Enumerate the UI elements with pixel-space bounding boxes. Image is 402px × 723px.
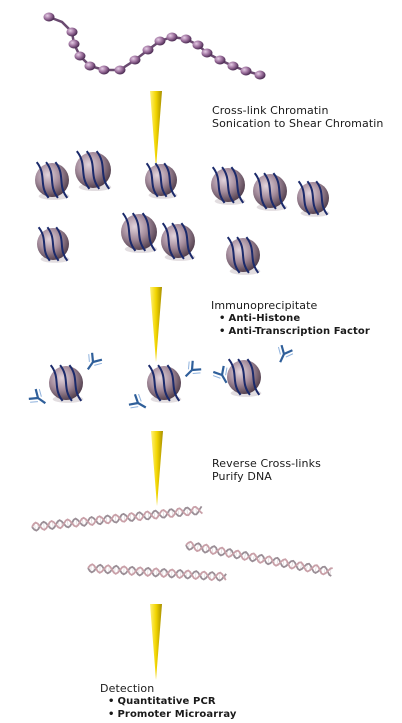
dna-strand xyxy=(88,564,226,580)
antibody xyxy=(28,387,50,409)
chromatin-bead xyxy=(202,49,213,58)
nucleosome xyxy=(121,213,157,253)
nucleosome xyxy=(49,365,83,403)
nucleosome xyxy=(145,163,177,199)
arrow-step-2 xyxy=(150,287,162,362)
bullet-item: Quantitative PCR xyxy=(100,695,236,708)
antibody xyxy=(128,393,150,415)
antibody xyxy=(180,359,203,382)
dna-strand xyxy=(32,506,202,530)
step-line: Sonication to Shear Chromatin xyxy=(212,117,383,130)
chromatin-bead xyxy=(193,41,204,50)
chromatin-bead xyxy=(215,56,226,65)
chromatin-bead xyxy=(85,62,96,71)
immunoprecipitated-chromatin-group xyxy=(28,344,295,414)
step-line: Immunoprecipitate xyxy=(211,299,370,312)
chromatin-bead xyxy=(228,62,239,71)
step-immunoprecipitate-text: Immunoprecipitate Anti-Histone Anti-Tran… xyxy=(211,299,370,338)
step-line: Reverse Cross-links xyxy=(212,457,321,470)
bullet-item: Anti-Transcription Factor xyxy=(211,325,370,338)
chromatin-bead xyxy=(69,40,80,49)
arrow-step-4 xyxy=(150,604,162,680)
chromatin-bead-string xyxy=(44,13,266,80)
dna-strand xyxy=(186,542,333,576)
chromatin-bead xyxy=(167,33,178,42)
chromatin-bead xyxy=(143,46,154,55)
nucleosome xyxy=(161,223,195,261)
arrow-step-1 xyxy=(150,91,162,168)
step-line: Purify DNA xyxy=(212,470,321,483)
nucleosome xyxy=(75,151,111,191)
bullet-item: Promoter Microarray xyxy=(100,708,236,721)
step-reverse-crosslink-text: Reverse Cross-links Purify DNA xyxy=(212,457,321,483)
step-line: Detection xyxy=(100,682,236,695)
chromatin-bead xyxy=(255,71,266,80)
nucleosome xyxy=(35,162,69,200)
nucleosome xyxy=(37,227,69,263)
bullet-item: Anti-Histone xyxy=(211,312,370,325)
chromatin-bead xyxy=(241,67,252,76)
chromatin-bead xyxy=(44,13,55,22)
nucleosome xyxy=(297,181,329,217)
chromatin-bead xyxy=(75,52,86,61)
step-detection-text: Detection Quantitative PCR Promoter Micr… xyxy=(100,682,236,721)
arrow-step-3 xyxy=(151,431,163,506)
chromatin-bead xyxy=(155,37,166,46)
chromatin-bead xyxy=(130,56,141,65)
chromatin-bead xyxy=(181,35,192,44)
antibody xyxy=(273,344,294,365)
nucleosome xyxy=(147,365,181,403)
chromatin-bead xyxy=(67,28,78,37)
nucleosome xyxy=(227,359,261,397)
nucleosome xyxy=(253,173,287,211)
nucleosome xyxy=(211,167,245,205)
step-crosslink-text: Cross-link Chromatin Sonication to Shear… xyxy=(212,104,383,130)
step-line: Cross-link Chromatin xyxy=(212,104,383,117)
sheared-chromatin-group xyxy=(35,151,329,275)
purified-dna-group xyxy=(32,506,333,580)
antibody xyxy=(81,352,103,374)
chromatin-bead xyxy=(99,66,110,75)
nucleosome xyxy=(226,237,260,275)
chromatin-bead xyxy=(115,66,126,75)
